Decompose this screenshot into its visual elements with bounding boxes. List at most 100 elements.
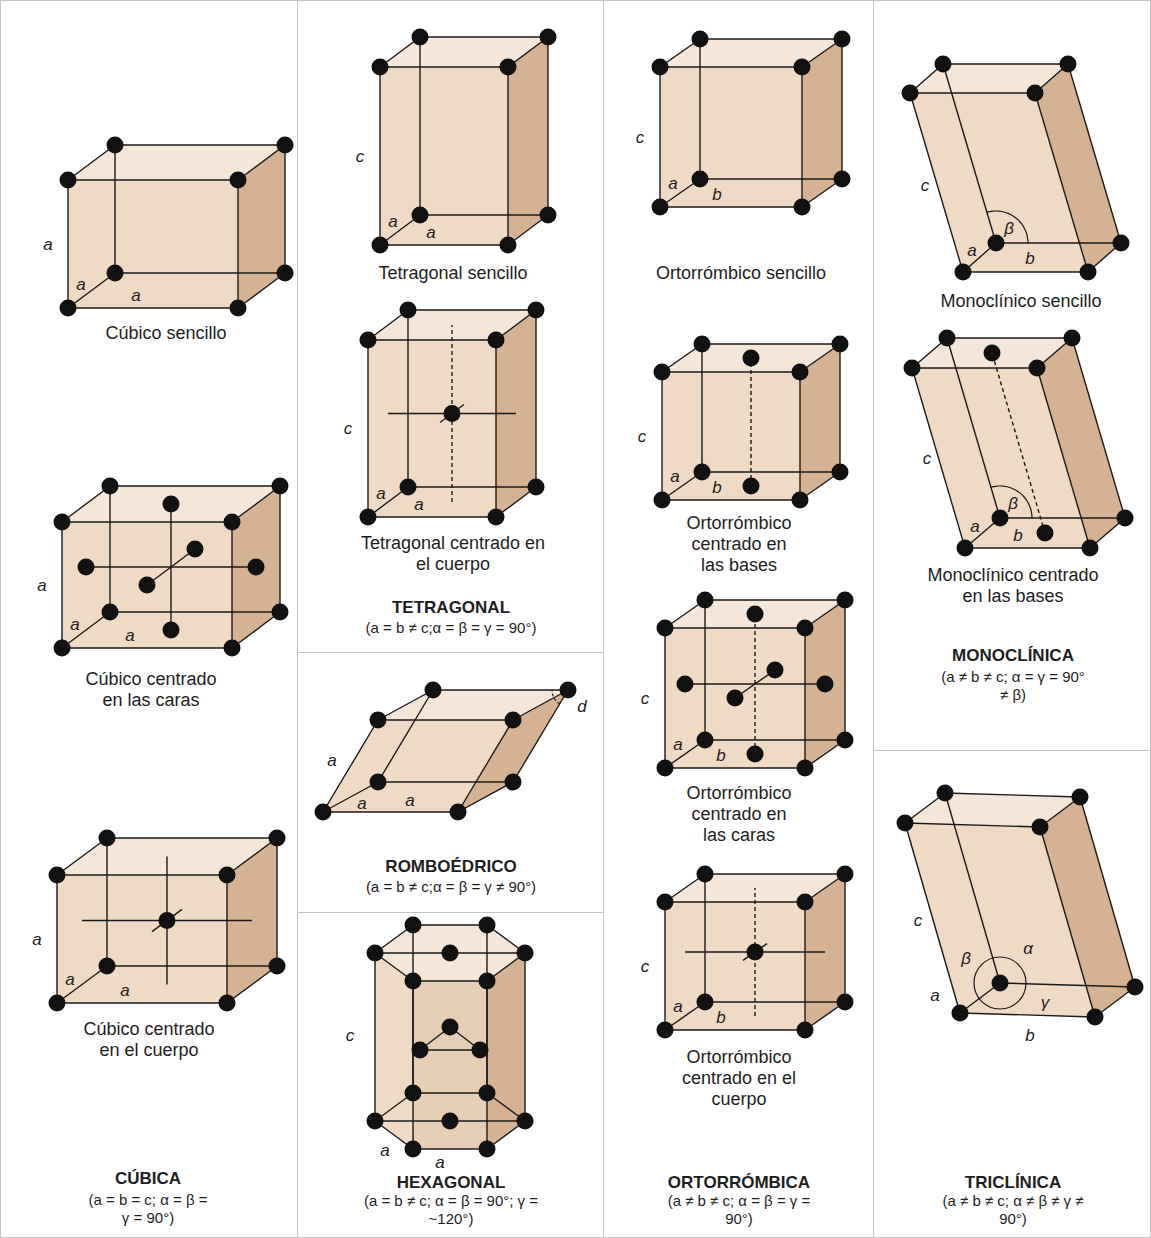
cell-edge — [323, 811, 458, 812]
cell-edge — [535, 310, 536, 487]
cell-edge — [238, 145, 285, 180]
lattice-point — [442, 1019, 459, 1036]
cell-edge — [660, 66, 802, 67]
cell-edge — [804, 628, 805, 768]
cell-edge — [841, 39, 842, 179]
cell-edge — [662, 371, 800, 372]
lattice-point — [315, 804, 332, 821]
lattice-caption: Cúbico centrado en el cuerpo — [79, 1019, 219, 1061]
lattice-point — [442, 945, 459, 962]
cell-top-face — [375, 925, 525, 981]
cell-edge — [458, 720, 513, 812]
lattice-point — [992, 510, 1009, 527]
lattice-point — [1029, 360, 1046, 377]
axis-label: a — [120, 982, 129, 999]
lattice-point — [952, 1005, 969, 1022]
lattice-point — [517, 1113, 534, 1130]
lattice-point — [248, 559, 265, 576]
lattice-point — [657, 620, 674, 637]
cell-face — [380, 37, 548, 245]
cell-face — [62, 486, 280, 648]
lattice-point — [60, 172, 77, 189]
lattice-point — [488, 509, 505, 526]
cell-edge — [665, 627, 805, 628]
cell-edge — [420, 36, 548, 37]
lattice-parameters: (a = b ≠ c;α = β = γ ≠ 90°) — [306, 878, 596, 896]
axis-label: b — [1013, 527, 1022, 544]
lattice-point — [405, 917, 422, 934]
cell-edge — [56, 875, 57, 1003]
cell-edge — [945, 793, 1080, 797]
lattice-point — [697, 592, 714, 609]
lattice-point — [412, 29, 429, 46]
cell-edge — [62, 612, 110, 648]
cell-edge — [458, 782, 513, 812]
lattice-point — [832, 464, 849, 481]
lattice-point — [230, 300, 247, 317]
lattice-parameters: (a ≠ b ≠ c; α = γ = 90° ≠ β) — [938, 668, 1088, 704]
cell-edge — [702, 343, 840, 344]
lattice-point — [54, 640, 71, 657]
axis-label: d — [577, 698, 586, 715]
axis-label: c — [636, 129, 645, 146]
axis-label: α — [1023, 940, 1033, 957]
cell-edge — [227, 966, 277, 1003]
cell-edge — [705, 873, 845, 874]
axis-label: a — [435, 1154, 444, 1171]
cell-edge — [963, 271, 1088, 272]
system-panel: TRICLÍNICA(a ≠ b ≠ c; α ≠ β ≠ γ ≠ 90°) — [873, 750, 1151, 1238]
lattice-point — [224, 640, 241, 657]
cell-edge — [547, 37, 548, 215]
lattice-point — [540, 207, 557, 224]
lattice-point — [654, 364, 671, 381]
cell-edge — [947, 337, 1072, 338]
axis-label: a — [967, 242, 976, 259]
axis-label: a — [970, 518, 979, 535]
cell-edge — [407, 310, 408, 487]
lattice-point — [937, 785, 954, 802]
lattice-point — [1064, 330, 1081, 347]
cell-edge — [705, 1001, 845, 1002]
cell-edge — [68, 307, 238, 308]
lattice-point — [794, 199, 811, 216]
axis-label: c — [921, 177, 930, 194]
lattice-point — [479, 1141, 496, 1158]
cell-edge — [378, 781, 513, 782]
cell-edge — [659, 67, 660, 207]
lattice-point — [797, 620, 814, 637]
cell-edge — [664, 628, 665, 768]
axis-label: b — [712, 186, 721, 203]
lattice-point — [528, 302, 545, 319]
lattice-point — [479, 1085, 496, 1102]
cell-edge — [910, 92, 1035, 93]
cell-face — [323, 690, 568, 812]
lattice-point — [657, 760, 674, 777]
cell-face — [68, 145, 285, 308]
lattice-point — [107, 137, 124, 154]
lattice-point — [692, 171, 709, 188]
lattice-parameters: (a ≠ b ≠ c; α ≠ β ≠ γ ≠ 90°) — [938, 1192, 1088, 1228]
lattice-point — [988, 235, 1005, 252]
cell-edge — [232, 612, 280, 648]
cell-edge — [947, 338, 1000, 518]
axis-label: a — [125, 627, 134, 644]
system-name: ROMBOÉDRICO — [385, 857, 516, 877]
lattice-point — [187, 541, 204, 558]
cell-face — [57, 838, 277, 1003]
cell-edge — [996, 242, 1121, 243]
cell-edge — [62, 647, 232, 648]
lattice-point — [163, 622, 180, 639]
lattice-point — [60, 300, 77, 317]
cell-edge — [704, 600, 705, 740]
lattice-point — [444, 405, 461, 422]
lattice-point — [54, 514, 71, 531]
cell-edge — [110, 485, 280, 486]
lattice-point — [372, 59, 389, 76]
cell-edge — [910, 93, 963, 272]
axis-label: b — [1025, 1027, 1034, 1044]
center-line — [992, 353, 1045, 533]
cell-edge — [276, 838, 277, 966]
cell-edge — [323, 782, 378, 812]
lattice-caption: Tetragonal sencillo — [378, 263, 527, 284]
lattice-point — [219, 995, 236, 1012]
